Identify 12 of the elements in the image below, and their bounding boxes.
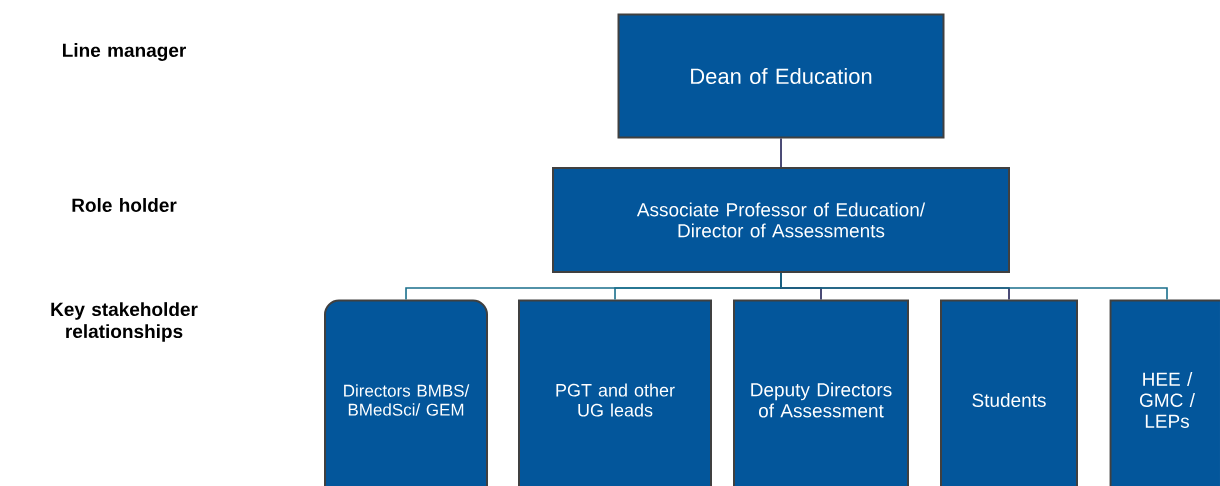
org-box: Directors BMBS/ BMedSci/ GEM bbox=[324, 299, 488, 486]
org-box: Dean of Education bbox=[617, 13, 945, 139]
row-label: Key stakeholder relationships bbox=[51, 302, 198, 342]
connector-line bbox=[780, 137, 782, 168]
row-label: Role holder bbox=[72, 198, 177, 212]
row-label: Line manager bbox=[63, 43, 186, 61]
connector-line bbox=[780, 272, 1168, 301]
org-box: Associate Professor of Education/ Director of Assessments bbox=[552, 167, 1010, 273]
org-box: PGT and other UG leads bbox=[518, 299, 712, 486]
org-box: Deputy Directors of Assessment bbox=[733, 299, 909, 486]
org-box: HEE / GMC / LEPs bbox=[1109, 299, 1220, 486]
org-box: Students bbox=[940, 299, 1078, 486]
